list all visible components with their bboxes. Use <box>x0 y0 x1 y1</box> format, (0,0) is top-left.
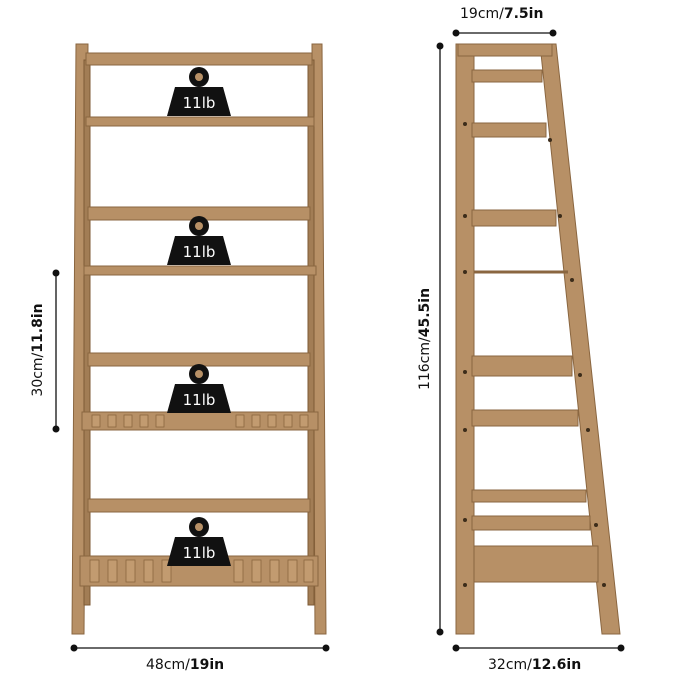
side-top-cap <box>457 43 553 57</box>
front-right-back-rail <box>307 59 315 606</box>
side-screws <box>463 122 606 587</box>
side-shelf-1 <box>471 122 547 138</box>
side-shelf-7 <box>473 545 599 583</box>
shelf-spacing-label: 30cm/11.8in <box>30 303 46 397</box>
weight-label: 11lb <box>183 544 216 562</box>
top-depth-label: 19cm/7.5in <box>460 6 544 22</box>
weight-icon: 11lb <box>167 216 231 265</box>
height-label: 116cm/45.5in <box>417 287 433 391</box>
side-shelf-5 <box>471 489 587 503</box>
side-shelf-2 <box>471 209 557 227</box>
top-depth-dimension-line <box>452 29 557 37</box>
height-dimension-line <box>436 42 444 636</box>
side-shelf-4 <box>471 409 579 427</box>
side-vertical-leg <box>455 43 475 635</box>
shelf-2 <box>83 265 317 276</box>
shelf-4-slats <box>89 559 314 583</box>
shelf-spacing-dimension-line <box>52 269 60 433</box>
weight-label: 11lb <box>183 391 216 409</box>
weight-icon: 11lb <box>167 517 231 566</box>
back-bar-4 <box>87 498 311 513</box>
shelf-3-slats <box>91 414 309 428</box>
side-shelf-0 <box>471 69 543 83</box>
shelf-1 <box>85 116 315 127</box>
side-shelf-3 <box>471 355 573 377</box>
weight-icon: 11lb <box>167 364 231 413</box>
bottom-depth-dimension-line <box>452 644 625 652</box>
weight-label: 11lb <box>183 94 216 112</box>
weight-icon: 11lb <box>167 67 231 116</box>
side-view-shelf <box>455 43 621 635</box>
width-dimension-line <box>70 644 330 652</box>
front-view-shelf <box>71 43 327 635</box>
front-left-back-rail <box>83 59 91 606</box>
top-back-bar <box>85 52 313 66</box>
width-label: 48cm/19in <box>146 657 225 673</box>
bottom-depth-label: 32cm/12.6in <box>488 657 582 673</box>
weight-label: 11lb <box>183 243 216 261</box>
side-shelf-6 <box>471 515 591 531</box>
shelf-3 <box>81 411 319 431</box>
